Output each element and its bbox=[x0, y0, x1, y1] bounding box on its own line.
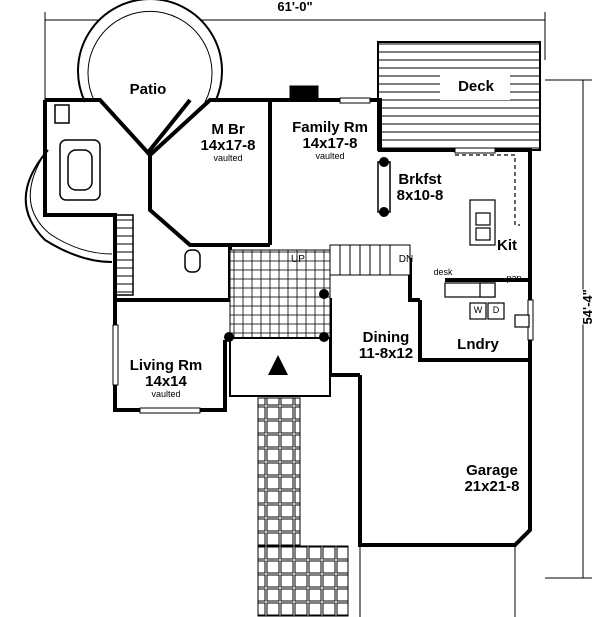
desk-label: desk bbox=[433, 267, 453, 277]
master-bath-fixtures bbox=[54, 104, 201, 296]
room-name: M Br bbox=[211, 121, 245, 138]
room-size: 8x10-8 bbox=[396, 186, 444, 204]
washer-label: W bbox=[473, 305, 483, 315]
living-room-label: Living Rm 14x14 vaulted bbox=[130, 358, 203, 399]
stairs bbox=[329, 244, 411, 276]
kitchen-fixtures bbox=[444, 154, 530, 328]
breakfast-label: Brkfst 8x10-8 bbox=[397, 172, 444, 204]
depth-dimension: 54'-4" bbox=[580, 289, 596, 325]
kitchen-label: Kit bbox=[497, 237, 517, 254]
room-size: 21x21-8 bbox=[464, 477, 520, 495]
room-name: Family Rm bbox=[292, 119, 368, 136]
stairs-down-label: DN bbox=[398, 254, 414, 265]
dining-label: Dining 11-8x12 bbox=[359, 330, 413, 362]
width-dimension: 61'-0" bbox=[273, 0, 317, 14]
dryer-label: D bbox=[492, 305, 500, 315]
room-note: vaulted bbox=[213, 152, 243, 163]
laundry-label: Lndry bbox=[457, 336, 499, 353]
depth-dimension-line bbox=[545, 79, 592, 579]
room-size: 11-8x12 bbox=[358, 344, 414, 362]
family-room-label: Family Rm 14x17-8 vaulted bbox=[292, 120, 368, 161]
room-name: Brkfst bbox=[398, 171, 442, 188]
room-name: Dining bbox=[362, 329, 410, 346]
patio-label: Patio bbox=[129, 81, 167, 98]
room-note: vaulted bbox=[315, 150, 345, 161]
deck-label: Deck bbox=[458, 78, 494, 95]
entry-arrow-icon bbox=[268, 355, 288, 375]
master-bedroom-label: M Br 14x17-8 vaulted bbox=[200, 122, 255, 163]
room-size: 14x17-8 bbox=[200, 136, 256, 154]
room-note: vaulted bbox=[151, 388, 181, 399]
room-size: 14x17-8 bbox=[302, 134, 358, 152]
front-walkway bbox=[257, 397, 301, 547]
room-name: Living Rm bbox=[129, 357, 203, 374]
room-size: 14x14 bbox=[145, 372, 187, 390]
garage-label: Garage 21x21-8 bbox=[464, 463, 519, 495]
stairs-up-label: UP bbox=[291, 254, 305, 265]
patio bbox=[77, 0, 223, 103]
foyer-tile bbox=[229, 249, 331, 339]
pantry-label: pan bbox=[506, 273, 522, 283]
room-name: Garage bbox=[466, 462, 518, 479]
